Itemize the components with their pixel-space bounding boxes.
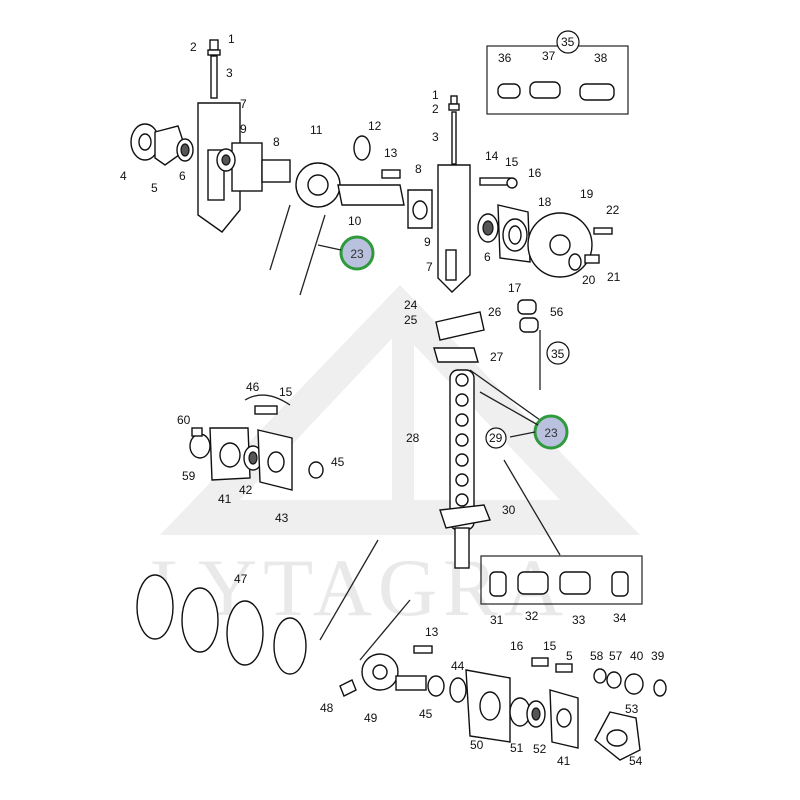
label-13b: 13 — [425, 625, 439, 639]
label-17: 17 — [508, 281, 522, 295]
label-5: 5 — [151, 181, 158, 195]
label-33: 33 — [572, 613, 586, 627]
label-34: 34 — [613, 611, 627, 625]
label-26: 26 — [488, 305, 502, 319]
label-15: 15 — [505, 155, 519, 169]
svg-text:23: 23 — [544, 426, 558, 440]
label-40: 40 — [630, 649, 644, 663]
label-39: 39 — [651, 649, 665, 663]
svg-text:23: 23 — [350, 247, 364, 261]
label-31: 31 — [490, 613, 504, 627]
label-16: 16 — [528, 166, 542, 180]
label-29: 29 — [489, 431, 503, 445]
label-2: 2 — [190, 40, 197, 54]
label-25: 25 — [404, 313, 418, 327]
part-labels: 1 2 3 4 5 6 7 8 9 11 12 13 10 8 9 1 2 3 … — [120, 32, 665, 768]
label-1b: 1 — [432, 88, 439, 102]
mid-left-assembly — [189, 394, 324, 491]
auger-assembly — [119, 539, 667, 761]
label-19: 19 — [580, 187, 594, 201]
elevator-chain — [433, 311, 561, 569]
label-58: 58 — [590, 649, 604, 663]
label-46: 46 — [246, 380, 260, 394]
label-7b: 7 — [426, 260, 433, 274]
label-57: 57 — [609, 649, 623, 663]
label-41b: 41 — [557, 754, 571, 768]
label-3: 3 — [226, 66, 233, 80]
label-8: 8 — [273, 135, 280, 149]
label-28: 28 — [406, 431, 420, 445]
label-9: 9 — [240, 122, 247, 136]
label-15c: 15 — [543, 639, 557, 653]
label-38: 38 — [594, 51, 608, 65]
label-56: 56 — [550, 305, 564, 319]
label-18: 18 — [538, 195, 552, 209]
label-32: 32 — [525, 609, 539, 623]
label-2b: 2 — [432, 102, 439, 116]
label-16b: 16 — [510, 639, 524, 653]
label-35b: 35 — [551, 347, 565, 361]
label-8b: 8 — [415, 162, 422, 176]
label-59: 59 — [182, 469, 196, 483]
label-5b: 5 — [566, 649, 573, 663]
label-30: 30 — [502, 503, 516, 517]
label-53: 53 — [625, 702, 639, 716]
callout-23-top[interactable]: 23 — [339, 235, 375, 271]
label-50: 50 — [470, 738, 484, 752]
label-13: 13 — [384, 146, 398, 160]
chain-link-box-top — [486, 45, 629, 115]
label-9b: 9 — [424, 235, 431, 249]
label-10: 10 — [348, 214, 362, 228]
label-43: 43 — [275, 511, 289, 525]
label-22: 22 — [606, 203, 620, 217]
label-3b: 3 — [432, 130, 439, 144]
label-49: 49 — [364, 711, 378, 725]
label-4: 4 — [120, 169, 127, 183]
chain-link-box-bottom — [480, 555, 643, 605]
label-14: 14 — [485, 149, 499, 163]
label-41: 41 — [218, 492, 232, 506]
label-48: 48 — [320, 701, 334, 715]
label-24: 24 — [404, 298, 418, 312]
chain-link-mid — [517, 299, 541, 390]
label-11: 11 — [310, 123, 323, 137]
label-15b: 15 — [279, 385, 293, 399]
label-36: 36 — [498, 51, 512, 65]
label-1: 1 — [228, 32, 235, 46]
callout-23-right[interactable]: 23 — [533, 414, 569, 450]
top-center-assembly — [337, 95, 613, 293]
label-12: 12 — [368, 119, 382, 133]
top-left-assembly — [130, 39, 341, 296]
label-44: 44 — [451, 659, 465, 673]
label-45b: 45 — [419, 707, 433, 721]
label-42: 42 — [239, 483, 253, 497]
label-47: 47 — [234, 572, 248, 586]
label-6b: 6 — [484, 250, 491, 264]
label-20: 20 — [582, 273, 596, 287]
label-54: 54 — [629, 754, 643, 768]
label-6: 6 — [179, 169, 186, 183]
label-7: 7 — [240, 97, 247, 111]
label-27: 27 — [490, 350, 504, 364]
label-52: 52 — [533, 742, 547, 756]
label-35a: 35 — [561, 35, 575, 49]
label-21: 21 — [607, 270, 621, 284]
label-37: 37 — [542, 49, 556, 63]
label-51: 51 — [510, 741, 524, 755]
label-60: 60 — [177, 413, 191, 427]
label-45: 45 — [331, 455, 345, 469]
